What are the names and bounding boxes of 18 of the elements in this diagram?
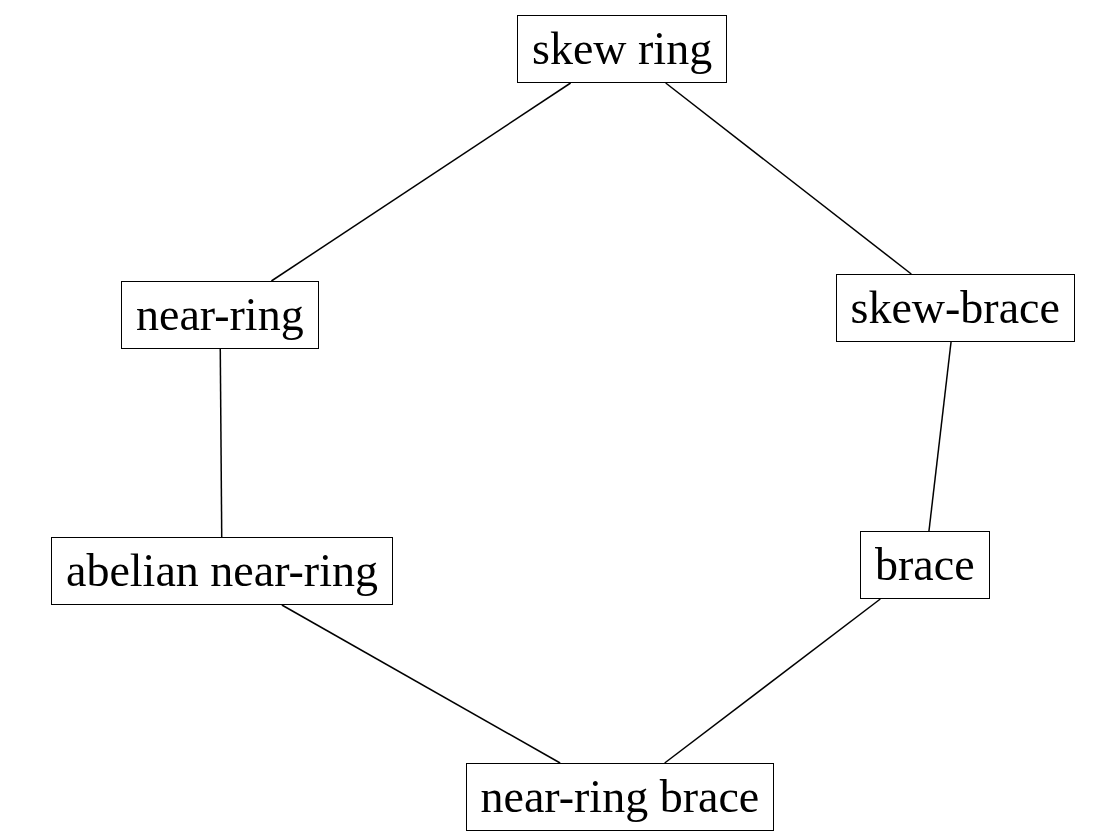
concept-box: [860, 531, 990, 599]
node-label: skew ring: [532, 23, 713, 74]
concept-box: [517, 15, 728, 83]
node-label: near-ring: [136, 289, 304, 340]
node-label: near-ring brace: [480, 771, 760, 822]
connector-line: [281, 604, 561, 764]
node-label: skew-brace: [850, 282, 1060, 333]
node-label: brace: [875, 539, 975, 590]
connector-line: [928, 341, 952, 532]
concept-box: [465, 763, 775, 831]
connector-line: [219, 348, 223, 538]
concept-box: [51, 537, 393, 605]
connector-line: [270, 82, 572, 282]
concept-box: [121, 281, 319, 349]
node-label: abelian near-ring: [66, 545, 378, 596]
connector-line: [663, 598, 882, 764]
connector-line: [664, 82, 913, 275]
concept-box: [835, 274, 1075, 342]
